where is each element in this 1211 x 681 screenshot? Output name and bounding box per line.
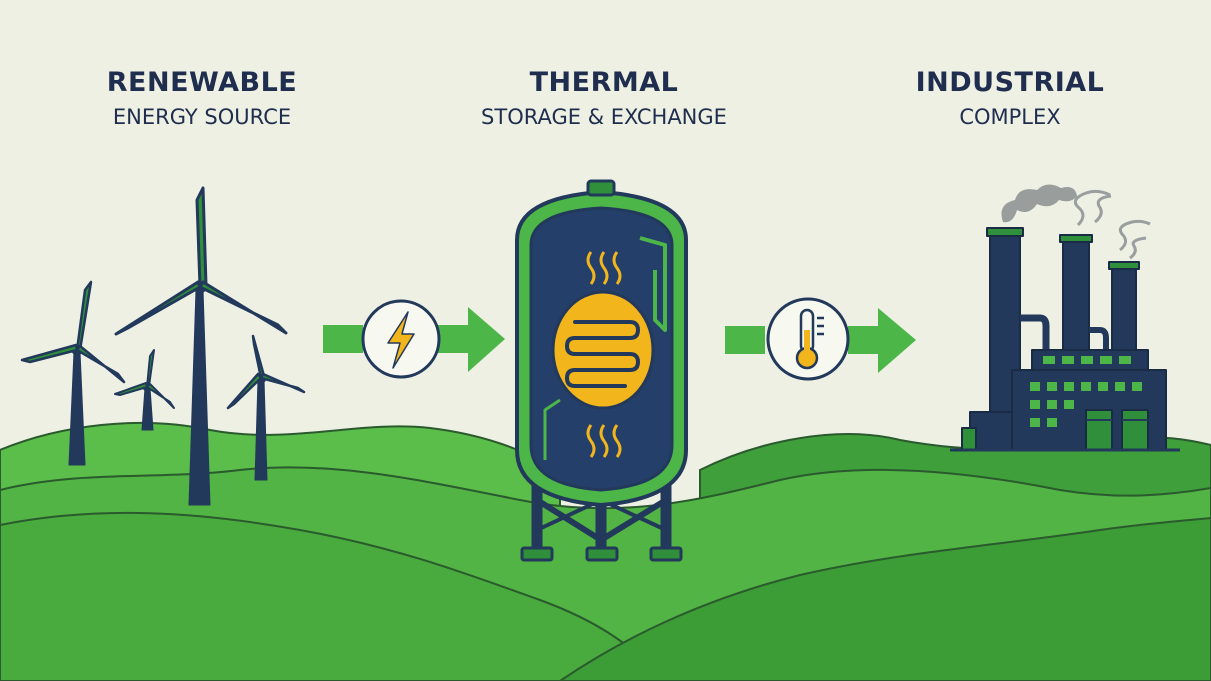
stage-subtitle: ENERGY SOURCE [112, 105, 292, 129]
stage-title: THERMAL [529, 67, 679, 98]
connector-arrow-1 [323, 299, 505, 379]
stage-label-industrial: INDUSTRIAL COMPLEX [850, 66, 1170, 132]
hill-front-right [558, 516, 1211, 681]
factory-icon [950, 184, 1180, 452]
stage-label-thermal: THERMAL STORAGE & EXCHANGE [444, 66, 764, 132]
hill-front-left [0, 511, 662, 681]
hills [0, 421, 1211, 681]
thermometer-icon [795, 308, 824, 370]
storage-tank-icon [515, 179, 688, 562]
lightning-bolt-icon [387, 311, 415, 369]
wind-turbine-icon [20, 186, 306, 506]
stage-subtitle: COMPLEX [959, 105, 1061, 129]
stage-title: RENEWABLE [106, 67, 298, 98]
stage-label-renewable: RENEWABLE ENERGY SOURCE [42, 66, 362, 132]
stage-subtitle: STORAGE & EXCHANGE [481, 105, 727, 129]
connector-arrow-2 [725, 297, 916, 381]
stage-title: INDUSTRIAL [915, 67, 1105, 98]
